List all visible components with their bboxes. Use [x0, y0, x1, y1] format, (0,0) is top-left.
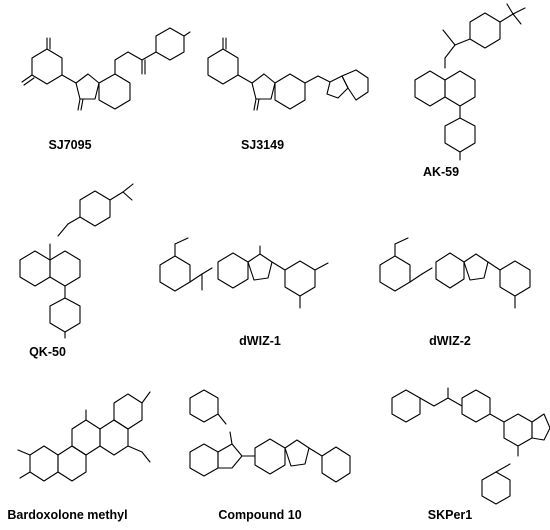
structure-dwiz2: dWIZ-2 — [370, 210, 550, 360]
skper1-drawing — [391, 387, 550, 505]
structure-qk50: QK-50 — [0, 180, 170, 359]
compound-name: Bardoxolone methyl — [7, 508, 128, 522]
structure-sj3149: SJ3149 — [190, 0, 375, 155]
bardoxolone-drawing — [17, 391, 151, 482]
structure-dwiz1: dWIZ-1 — [150, 210, 355, 360]
compound-name: Compound 10 — [218, 508, 302, 522]
structure-sj7095: SJ7095 — [0, 0, 191, 155]
compound-name: SJ3149 — [240, 138, 285, 152]
compound-name: dWIZ-1 — [239, 334, 281, 348]
structure-skper1: SKPer1 — [360, 380, 550, 530]
sj7095-drawing — [21, 27, 191, 111]
compound-name: SKPer1 — [427, 508, 473, 522]
structure-compound10: Compound 10 — [180, 380, 370, 530]
compound-name: AK-59 — [422, 165, 460, 179]
qk50-drawing — [19, 183, 134, 339]
compound-name: QK-50 — [29, 345, 66, 359]
compound10-drawing — [189, 389, 351, 483]
structure-ak59: AK-59 — [375, 0, 550, 185]
structure-bardoxolone: Bardoxolone methyl — [0, 380, 185, 530]
dwiz1-drawing — [159, 237, 329, 309]
sj3149-drawing — [207, 37, 369, 111]
compound-name: SJ7095 — [48, 138, 92, 152]
dwiz2-drawing — [379, 237, 531, 309]
compound-name: dWIZ-2 — [429, 334, 471, 348]
ak59-drawing — [414, 3, 526, 161]
